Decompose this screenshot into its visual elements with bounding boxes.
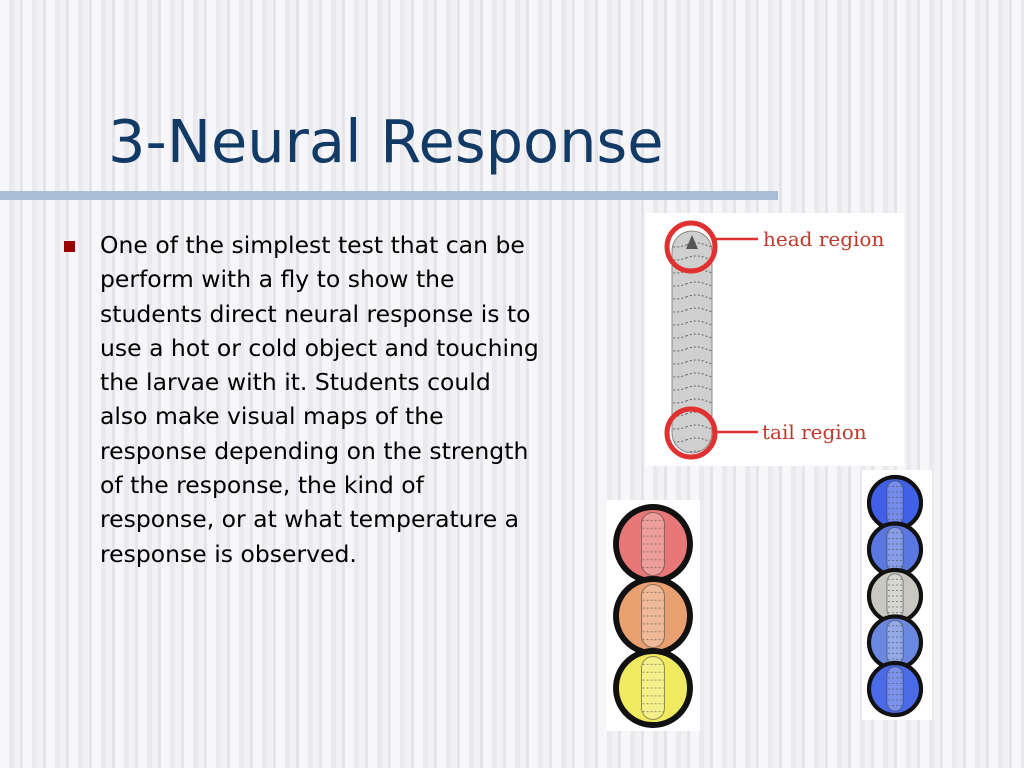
warm-disc-2 xyxy=(613,576,693,656)
head-region-label: head region xyxy=(763,227,884,251)
title-underline xyxy=(0,191,778,200)
slide-title: 3-Neural Response xyxy=(108,107,664,176)
warm-disc-3 xyxy=(613,648,693,728)
bullet-square-icon xyxy=(64,241,75,252)
cold-disc-2 xyxy=(866,521,924,578)
larva-mouth-hooks xyxy=(686,235,698,249)
warm-response-map xyxy=(606,500,700,731)
larva-diagram: head region tail region xyxy=(646,213,904,466)
warm-disc-1 xyxy=(613,504,693,584)
cold-response-svg xyxy=(866,474,924,718)
bullet-text: One of the simplest test that can be per… xyxy=(100,231,539,568)
cold-disc-1 xyxy=(866,474,924,532)
cold-disc-4 xyxy=(866,614,924,671)
cold-disc-5 xyxy=(866,660,924,718)
larva-segments xyxy=(672,231,712,453)
cold-response-map xyxy=(862,470,932,720)
warm-response-svg xyxy=(613,504,693,728)
head-ring xyxy=(664,220,718,274)
larva-diagram-svg: head region tail region xyxy=(664,220,884,460)
cold-disc-3 xyxy=(866,567,924,625)
tail-region-label: tail region xyxy=(762,420,867,444)
